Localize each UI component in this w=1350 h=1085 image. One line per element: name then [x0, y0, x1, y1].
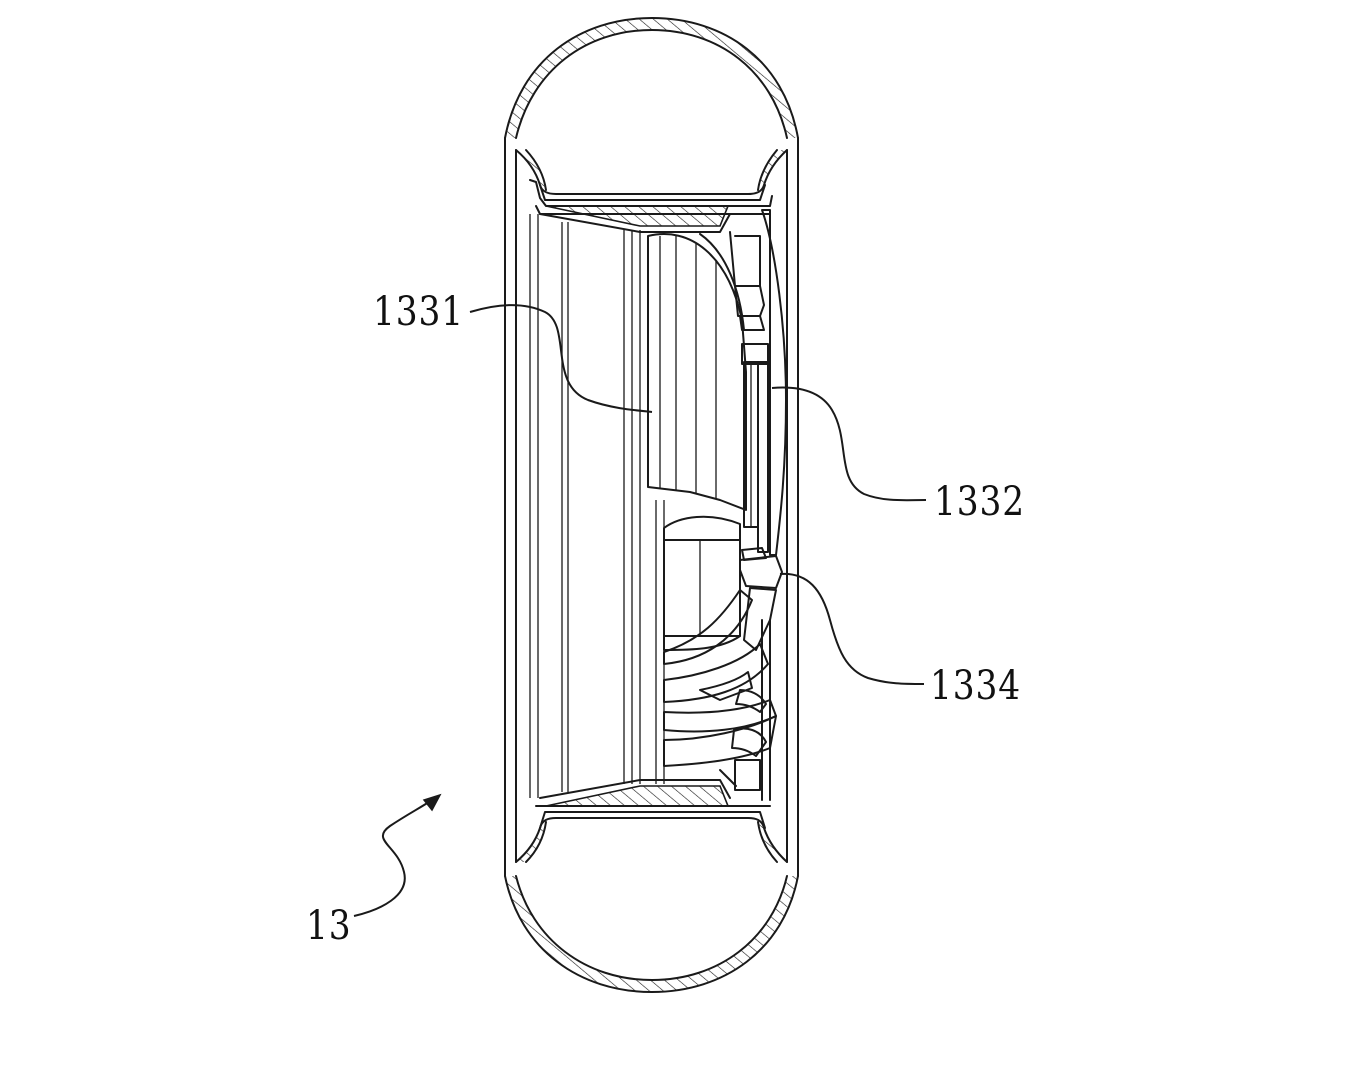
label-13: 13	[306, 903, 352, 949]
leader-lines	[353, 304, 927, 917]
bottom-dome-outer	[504, 875, 799, 993]
label-1331: 1331	[373, 289, 464, 335]
outer-shell	[504, 17, 799, 993]
arrowhead-icon	[422, 793, 442, 812]
top-dome-outer	[504, 17, 799, 139]
label-1334: 1334	[930, 663, 1021, 709]
label-1332: 1332	[934, 479, 1025, 525]
lower-vanes	[663, 515, 777, 801]
leader-1331	[469, 304, 653, 413]
inner-tube-lines	[529, 214, 665, 798]
bottom-dome-inner	[515, 875, 788, 981]
leader-1332	[771, 386, 927, 502]
blade-1331	[647, 233, 747, 511]
top-dome-inner	[515, 29, 788, 139]
top-rim	[515, 149, 788, 233]
right-housing-1332	[729, 209, 787, 556]
leader-1334	[779, 572, 925, 685]
leader-13	[353, 799, 433, 917]
bottom-rim	[515, 779, 788, 863]
